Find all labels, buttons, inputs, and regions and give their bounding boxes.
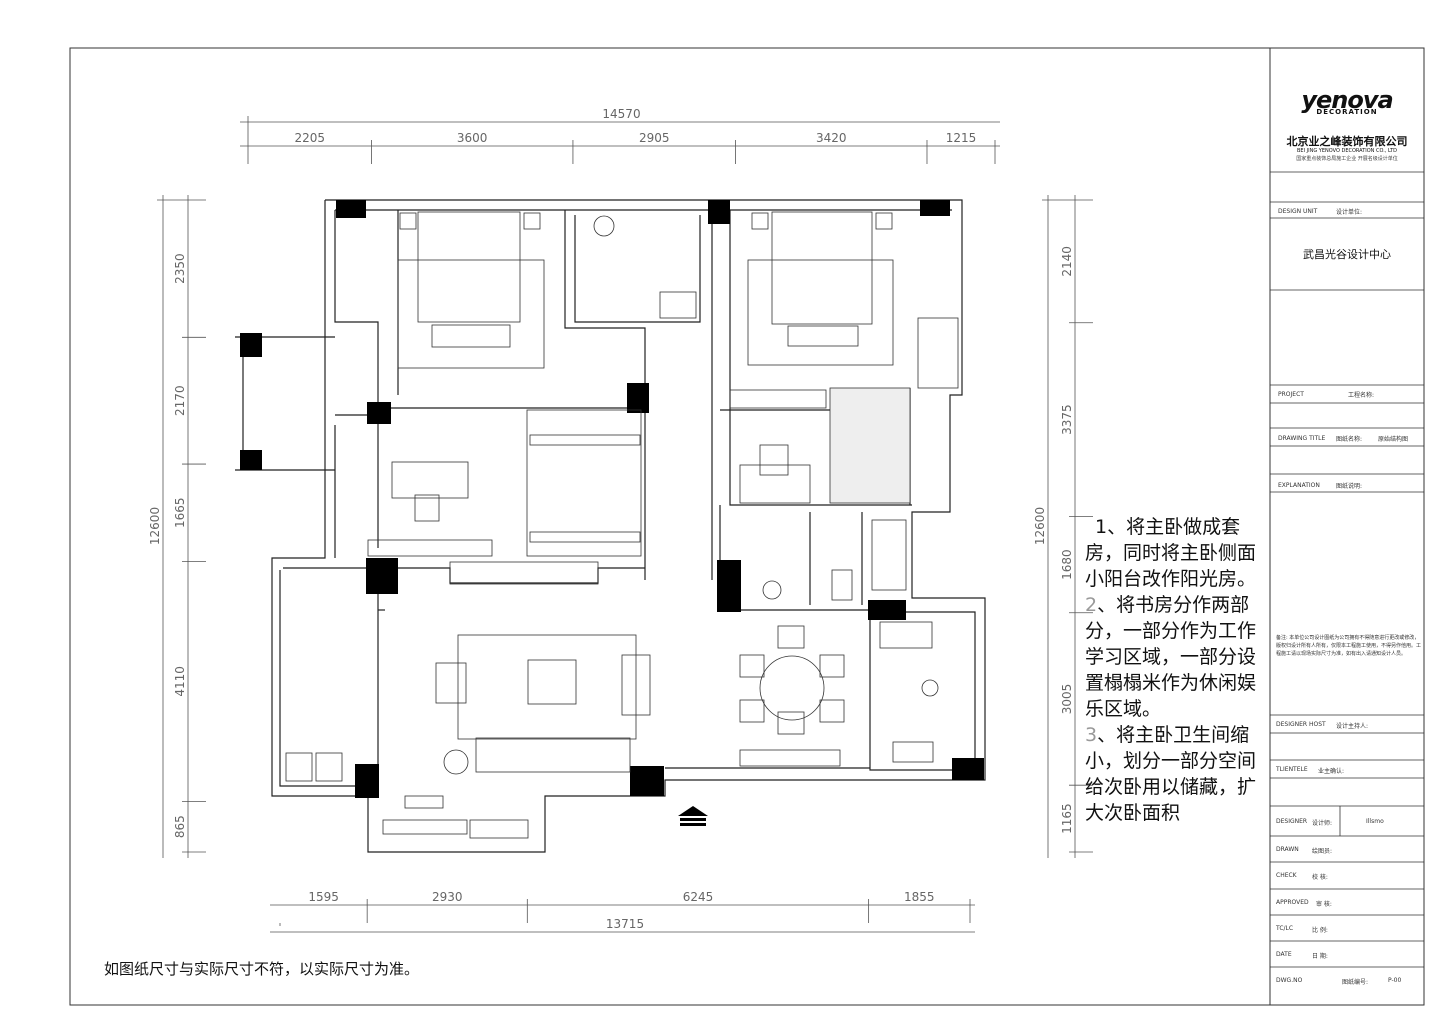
drawn-label: DRAWN — [1276, 846, 1299, 853]
left-dim-segment-label: 2170 — [173, 385, 187, 416]
project-label: PROJECT — [1278, 391, 1304, 398]
top-dim-total-label: 14570 — [602, 107, 640, 121]
dimension-labels: 14570 2205 3600 2905 3420 1215 13715 1595 2930 62… — [148, 107, 1074, 931]
right-dim-segment-label: 1680 — [1060, 549, 1074, 580]
note-3: 3、将主卧卫生间缩小，划分一部分空间给次卧用以储藏，扩大次卧面积 — [1085, 722, 1270, 826]
explanation-cn: 图纸说明: — [1336, 483, 1363, 490]
top-dim-segment-label: 2905 — [639, 131, 670, 145]
design-center-name: 武昌光谷设计中心 — [1303, 248, 1391, 261]
note-2-text: 、将书房分作两部分，一部分作为工作学习区域，一部分设置榻榻米作为休闲娱乐区域。 — [1085, 594, 1257, 720]
check-label: CHECK — [1276, 872, 1297, 879]
dwg-label: DWG.NO — [1276, 977, 1303, 984]
drawing-title-value: 原始结构图 — [1378, 436, 1409, 443]
company-name-en: BEI JING YENOVO DECORATION CO., LTD — [1297, 148, 1397, 154]
left-dim-segment-label: 4110 — [173, 666, 187, 697]
right-dim-segment-label: 3005 — [1060, 684, 1074, 715]
note-2-number: 2 — [1085, 594, 1098, 616]
titleblock: yenova DECORATION 北京业之峰装饰有限公司 BEI JING Y… — [1270, 48, 1424, 1004]
designer-host-cn: 设计主持人: — [1336, 723, 1369, 730]
dwg-cn: 图纸编号: — [1342, 979, 1369, 986]
note-1: 1、将主卧做成套房，同时将主卧侧面小阳台改作阳光房。 — [1085, 514, 1270, 592]
designer-host-label: DESIGNER HOST — [1276, 721, 1326, 728]
titleblock-grid — [1270, 171, 1424, 968]
explanation-label: EXPLANATION — [1278, 482, 1320, 489]
right-dim-segment-label: 3375 — [1060, 404, 1074, 435]
dimension-lines — [162, 121, 1076, 933]
bottom-dim-segment-label: 2930 — [432, 890, 463, 904]
top-dim-segment-label: 2205 — [294, 131, 325, 145]
entry-arrow-icon — [678, 806, 708, 826]
approved-label: APPROVED — [1276, 899, 1309, 906]
company-name: 北京业之峰装饰有限公司 — [1286, 135, 1408, 148]
bottom-dim-segment-label: 1595 — [308, 890, 339, 904]
designer-cn: 设计师: — [1312, 820, 1333, 827]
logo-subtitle: DECORATION — [1316, 108, 1378, 116]
design-notes: 1、将主卧做成套房，同时将主卧侧面小阳台改作阳光房。 2、将书房分作两部分，一部… — [1085, 514, 1270, 826]
date-label: DATE — [1276, 951, 1292, 958]
design-unit-cn: 设计单位: — [1336, 209, 1363, 216]
note-3-text: 、将主卧卫生间缩小，划分一部分空间给次卧用以储藏，扩大次卧面积 — [1085, 724, 1257, 824]
client-label: TLIENTELE — [1276, 766, 1308, 773]
design-unit-label: DESIGN UNIT — [1278, 208, 1318, 215]
titleblock-note: 备注: 本单位公司设计图纸为公司拥有不得随意进行更改或修改，版权归设计所有人所有… — [1276, 635, 1422, 657]
left-dim-segment-label: 865 — [173, 815, 187, 838]
date-cn: 日 期: — [1312, 953, 1328, 960]
designer-label: DESIGNER — [1276, 818, 1308, 825]
note-3-number: 3 — [1085, 724, 1098, 746]
top-dim-segment-label: 1215 — [946, 131, 977, 145]
right-dim-total-label: 12600 — [1033, 507, 1047, 545]
sheet-border — [69, 47, 1425, 1006]
approved-cn: 审 核: — [1316, 901, 1332, 908]
right-dim-segment-label: 2140 — [1060, 246, 1074, 277]
furniture — [285, 211, 959, 839]
designer-value: Illsmo — [1366, 818, 1384, 825]
top-dim-segment-label: 3420 — [816, 131, 847, 145]
right-dim-segment-label: 1165 — [1060, 803, 1074, 834]
project-cn: 工程名称: — [1348, 392, 1375, 399]
disclaimer-text: 如图纸尺寸与实际尺寸不符，以实际尺寸为准。 — [104, 960, 420, 978]
company-logo: yenova — [1301, 86, 1393, 114]
drawing-title-label: DRAWING TITLE — [1278, 435, 1326, 442]
note-2: 2、将书房分作两部分，一部分作为工作学习区域，一部分设置榻榻米作为休闲娱乐区域。 — [1085, 592, 1270, 722]
dimension-ticks — [157, 116, 1093, 926]
bottom-dim-segment-label: 1855 — [904, 890, 935, 904]
dwg-value: P-00 — [1388, 977, 1402, 984]
tc-cn: 比 例: — [1312, 927, 1328, 934]
client-cn: 业主确认: — [1318, 768, 1345, 775]
walls — [235, 199, 986, 853]
bottom-dim-total-label: 13715 — [606, 917, 644, 931]
left-dim-segment-label: 1665 — [173, 497, 187, 528]
drawing-title-cn: 图纸名称: — [1336, 436, 1363, 443]
bottom-dim-segment-label: 6245 — [683, 890, 714, 904]
tc-label: TC/LC — [1276, 925, 1294, 932]
note-1-text: 、将主卧做成套房，同时将主卧侧面小阳台改作阳光房。 — [1085, 516, 1257, 590]
left-dim-segment-label: 2350 — [173, 253, 187, 284]
check-cn: 校 核: — [1312, 874, 1328, 881]
left-dim-total-label: 12600 — [148, 507, 162, 545]
drawn-cn: 绘图员: — [1312, 848, 1333, 855]
note-1-number: 1 — [1095, 516, 1108, 538]
company-tagline: 国家重点装饰总局施工企业 开展名级设计单位 — [1296, 156, 1398, 162]
top-dim-segment-label: 3600 — [457, 131, 488, 145]
structural-columns — [240, 200, 984, 798]
